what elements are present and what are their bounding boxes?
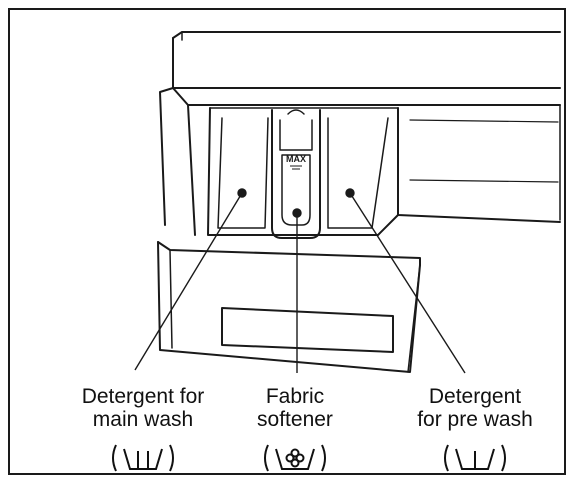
label-main-wash-line2: main wash — [92, 408, 194, 431]
label-main-wash-line1: Detergent for — [81, 385, 205, 408]
label-pre-wash-line1: Detergent — [428, 385, 522, 408]
drawer-front — [157, 241, 421, 266]
diagram-frame: MAX Detergent for main wash — [8, 8, 566, 475]
label-main-wash: Detergent for main wash — [58, 385, 228, 473]
label-fabric-softener: Fabric softener — [245, 385, 345, 473]
housing-left — [159, 87, 174, 226]
main-wash-symbol-icon — [58, 443, 228, 473]
max-marking: MAX — [286, 154, 306, 164]
flower-symbol-icon — [245, 443, 345, 473]
machine-top-panel — [172, 31, 561, 39]
detergent-drawer-drawing: MAX — [134, 31, 561, 374]
label-pre-wash-line2: for pre wash — [417, 408, 533, 431]
label-pre-wash: Detergent for pre wash — [390, 385, 560, 473]
drawer-handle — [221, 307, 394, 353]
softener-compartment — [271, 109, 321, 239]
label-softener-line2: softener — [257, 408, 333, 431]
pre-wash-symbol-icon — [390, 443, 560, 473]
drawer-compartments — [207, 107, 399, 236]
label-softener-line1: Fabric — [265, 385, 325, 408]
